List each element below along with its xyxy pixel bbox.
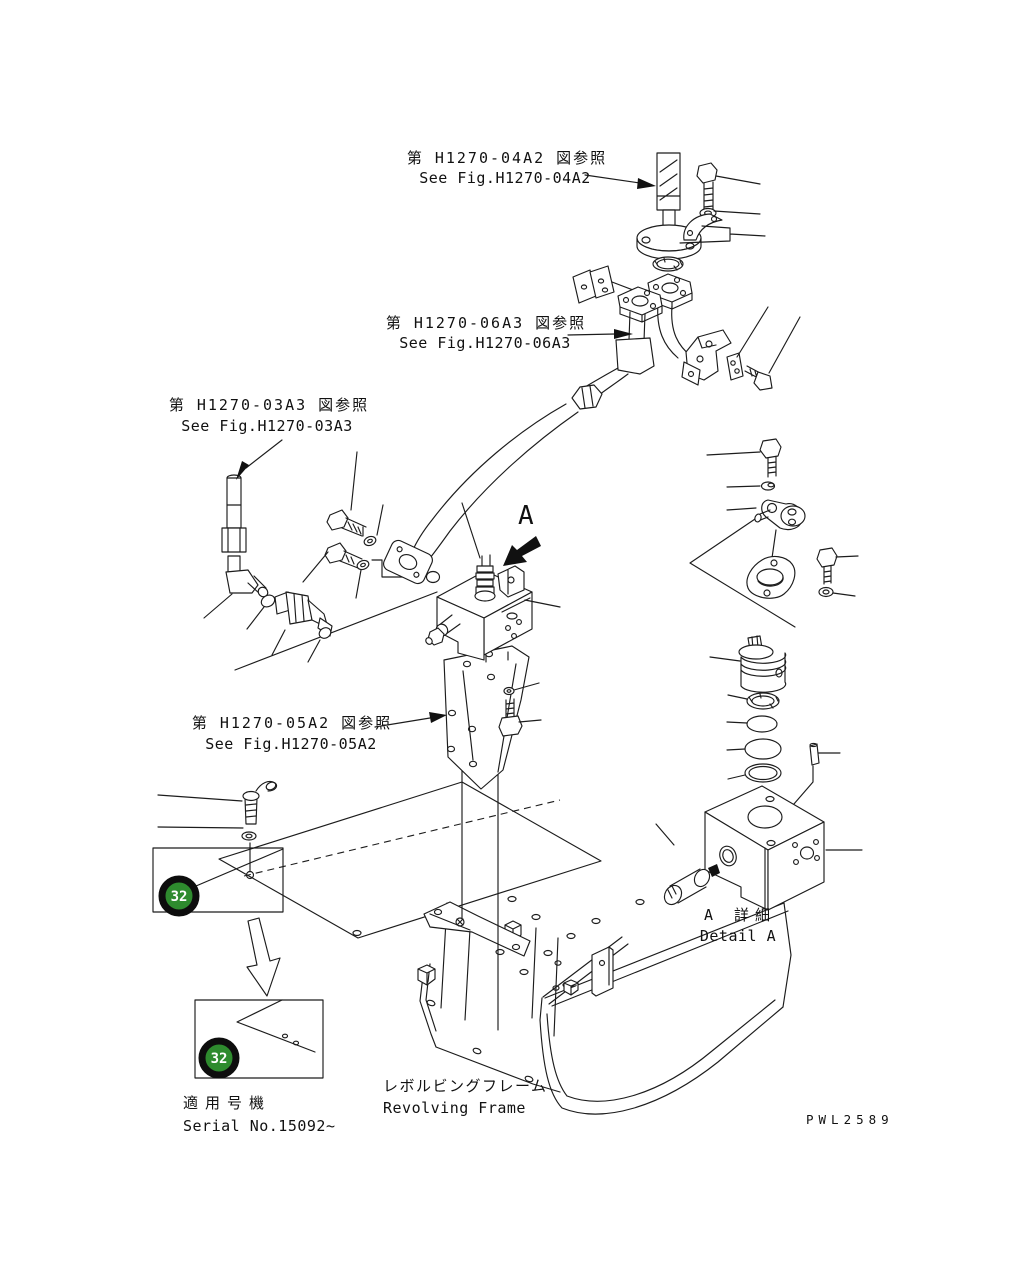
leader-arrowhead-icon xyxy=(614,329,633,339)
bolt xyxy=(697,163,717,210)
badge-32-upper: 32 xyxy=(162,879,196,913)
port-fitting xyxy=(424,615,460,646)
clamp-plate-small xyxy=(727,307,768,380)
section-a-marker: A xyxy=(503,501,541,566)
pipe-curve xyxy=(412,404,566,552)
detail-a-caption-jp: A 詳細 xyxy=(704,906,776,924)
callout-arrow xyxy=(247,918,280,996)
o-ring xyxy=(728,693,779,709)
valve-body-block xyxy=(705,786,862,910)
leader-stepped xyxy=(372,560,408,577)
pipe-coupling-hex xyxy=(572,385,602,409)
left-fittings xyxy=(204,452,383,662)
section-a-letter: A xyxy=(518,501,534,531)
clamp-half xyxy=(684,214,722,240)
frame-caption-jp: レボルビングフレーム xyxy=(383,1077,548,1095)
leader-arrowhead-icon xyxy=(429,712,447,723)
ref-06a3-en: See Fig.H1270-06A3 xyxy=(399,334,571,352)
reference-labels: 第 H1270-04A2 図参照 See Fig.H1270-04A2 第 H1… xyxy=(169,149,656,753)
callout-box-upper xyxy=(153,848,283,912)
detail-a-caption-en: Detail A xyxy=(700,927,776,945)
ref-03a3-en: See Fig.H1270-03A3 xyxy=(181,417,353,435)
pipe-clamp xyxy=(682,330,731,385)
applicability-caption-jp: 適用号機 xyxy=(183,1094,271,1112)
valve-bracket-tab xyxy=(498,566,524,597)
shim-plate-callout: 32 32 xyxy=(153,781,601,1078)
o-ring xyxy=(653,257,683,271)
leader-diagonal xyxy=(235,592,437,670)
bolt xyxy=(303,543,362,582)
wing-bolt xyxy=(158,781,277,879)
badge-32-lower: 32 xyxy=(202,1041,236,1075)
spring-washer xyxy=(727,482,775,490)
badge-32-upper-value: 32 xyxy=(171,889,188,905)
bolt xyxy=(327,452,366,536)
valve-cartridge xyxy=(710,636,786,692)
o-ring xyxy=(317,626,332,641)
diamond-flange xyxy=(747,557,795,599)
o-ring xyxy=(727,739,781,759)
bracket-washer xyxy=(504,688,514,695)
bolt xyxy=(817,548,858,584)
clamp-bolt xyxy=(745,317,800,390)
solenoid-stack xyxy=(475,555,495,601)
o-ring xyxy=(427,572,440,583)
piping-assembly xyxy=(381,266,800,586)
connector-fitting xyxy=(272,592,332,655)
solenoid-valve-block xyxy=(424,503,560,662)
applicability-caption-en: Serial No.15092~ xyxy=(183,1117,336,1135)
detail-a-parts xyxy=(656,439,862,910)
o-ring xyxy=(727,716,777,732)
ref-06a3-jp: 第 H1270-06A3 図参照 xyxy=(386,314,586,332)
mounting-bracket xyxy=(444,646,541,789)
badge-32-lower-value: 32 xyxy=(211,1051,228,1067)
drawing-code: PWL2589 xyxy=(806,1112,894,1127)
washer xyxy=(363,535,377,547)
o-ring xyxy=(259,593,277,610)
bracket-bolt xyxy=(499,699,541,736)
ref-03a3-jp: 第 H1270-03A3 図参照 xyxy=(169,396,369,414)
pin xyxy=(787,743,840,812)
lever-link xyxy=(727,500,805,558)
ref-04a2-jp: 第 H1270-04A2 図参照 xyxy=(407,149,607,167)
o-ring xyxy=(728,764,781,782)
leader-arrowhead-icon xyxy=(236,461,249,480)
washer xyxy=(819,588,855,597)
revolving-frame xyxy=(418,897,791,1115)
leader-arrowhead-icon xyxy=(637,178,656,189)
tube-hex xyxy=(222,528,246,552)
ref-05a2-en: See Fig.H1270-05A2 xyxy=(205,735,377,753)
frame-caption-en: Revolving Frame xyxy=(383,1099,526,1117)
deck-holes xyxy=(496,897,644,988)
flange-block xyxy=(618,287,662,322)
gusset-bracket xyxy=(424,902,530,956)
ref-04a2-en: See Fig.H1270-04A2 xyxy=(419,169,591,187)
plug-fitting xyxy=(656,824,720,908)
pipe-end-flange xyxy=(381,538,434,586)
bolt xyxy=(707,439,781,477)
section-a-arrow-icon xyxy=(503,536,541,566)
washer xyxy=(356,559,370,571)
captions: A 詳細 Detail A レボルビングフレーム Revolving Frame… xyxy=(183,906,894,1135)
callout-box-lower xyxy=(195,1000,323,1078)
ref-05a2-jp: 第 H1270-05A2 図参照 xyxy=(192,714,392,732)
top-rod-assembly xyxy=(637,153,765,271)
elbow-fitting xyxy=(204,556,270,618)
pipe-elbow xyxy=(616,338,654,374)
